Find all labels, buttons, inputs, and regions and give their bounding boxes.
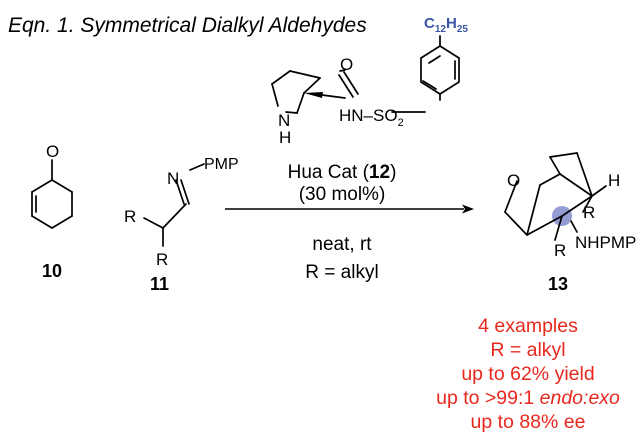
c12h25-substituent: C12H25 xyxy=(424,15,468,35)
compound-11-r1: R xyxy=(124,207,136,226)
compound-11-pmp: PMP xyxy=(204,156,239,173)
compound-13-label: 13 xyxy=(548,274,568,294)
compound-13-oxygen: O xyxy=(507,171,520,190)
compound-11-label: 11 xyxy=(150,274,169,294)
compound-10-label: 10 xyxy=(42,261,62,281)
compound-11-r2: R xyxy=(156,250,168,269)
catalyst-name: Hua Cat (12) xyxy=(288,162,397,183)
result-yield: up to 62% yield xyxy=(461,363,594,385)
compound-10-structure xyxy=(31,159,73,229)
wedge-bond xyxy=(304,92,323,98)
compound-11-structure xyxy=(143,163,205,247)
amide-bond xyxy=(321,94,346,99)
compound-10-oxygen: O xyxy=(46,142,59,161)
result-ee: up to 88% ee xyxy=(471,411,586,433)
catalyst-loading: (30 mol%) xyxy=(299,184,386,205)
scheme-title: Eqn. 1. Symmetrical Dialkyl Aldehydes xyxy=(8,14,367,37)
compound-11-nitrogen: N xyxy=(167,169,179,188)
compound-13-structure xyxy=(504,152,607,241)
r-group-definition: R = alkyl xyxy=(305,262,378,283)
catalyst-structure xyxy=(271,35,460,114)
solvent-temperature: neat, rt xyxy=(312,234,372,255)
pyrrolidine-hydrogen: H xyxy=(279,128,291,147)
carbonyl-oxygen: O xyxy=(340,55,353,74)
compound-13-nhpmp: NHPMP xyxy=(575,233,636,252)
arrow-head xyxy=(462,204,474,214)
result-r-group: R = alkyl xyxy=(490,339,565,361)
compound-13-r2: R xyxy=(554,241,566,260)
compound-13-hydrogen: H xyxy=(608,171,620,190)
result-examples: 4 examples xyxy=(478,315,578,337)
pyrrolidine-nitrogen: N xyxy=(278,111,290,130)
sulfonamide-group: HN–SO2 xyxy=(339,106,404,129)
compound-13-r1: R xyxy=(583,203,595,222)
result-selectivity: up to >99:1 endo:exo xyxy=(436,387,620,409)
